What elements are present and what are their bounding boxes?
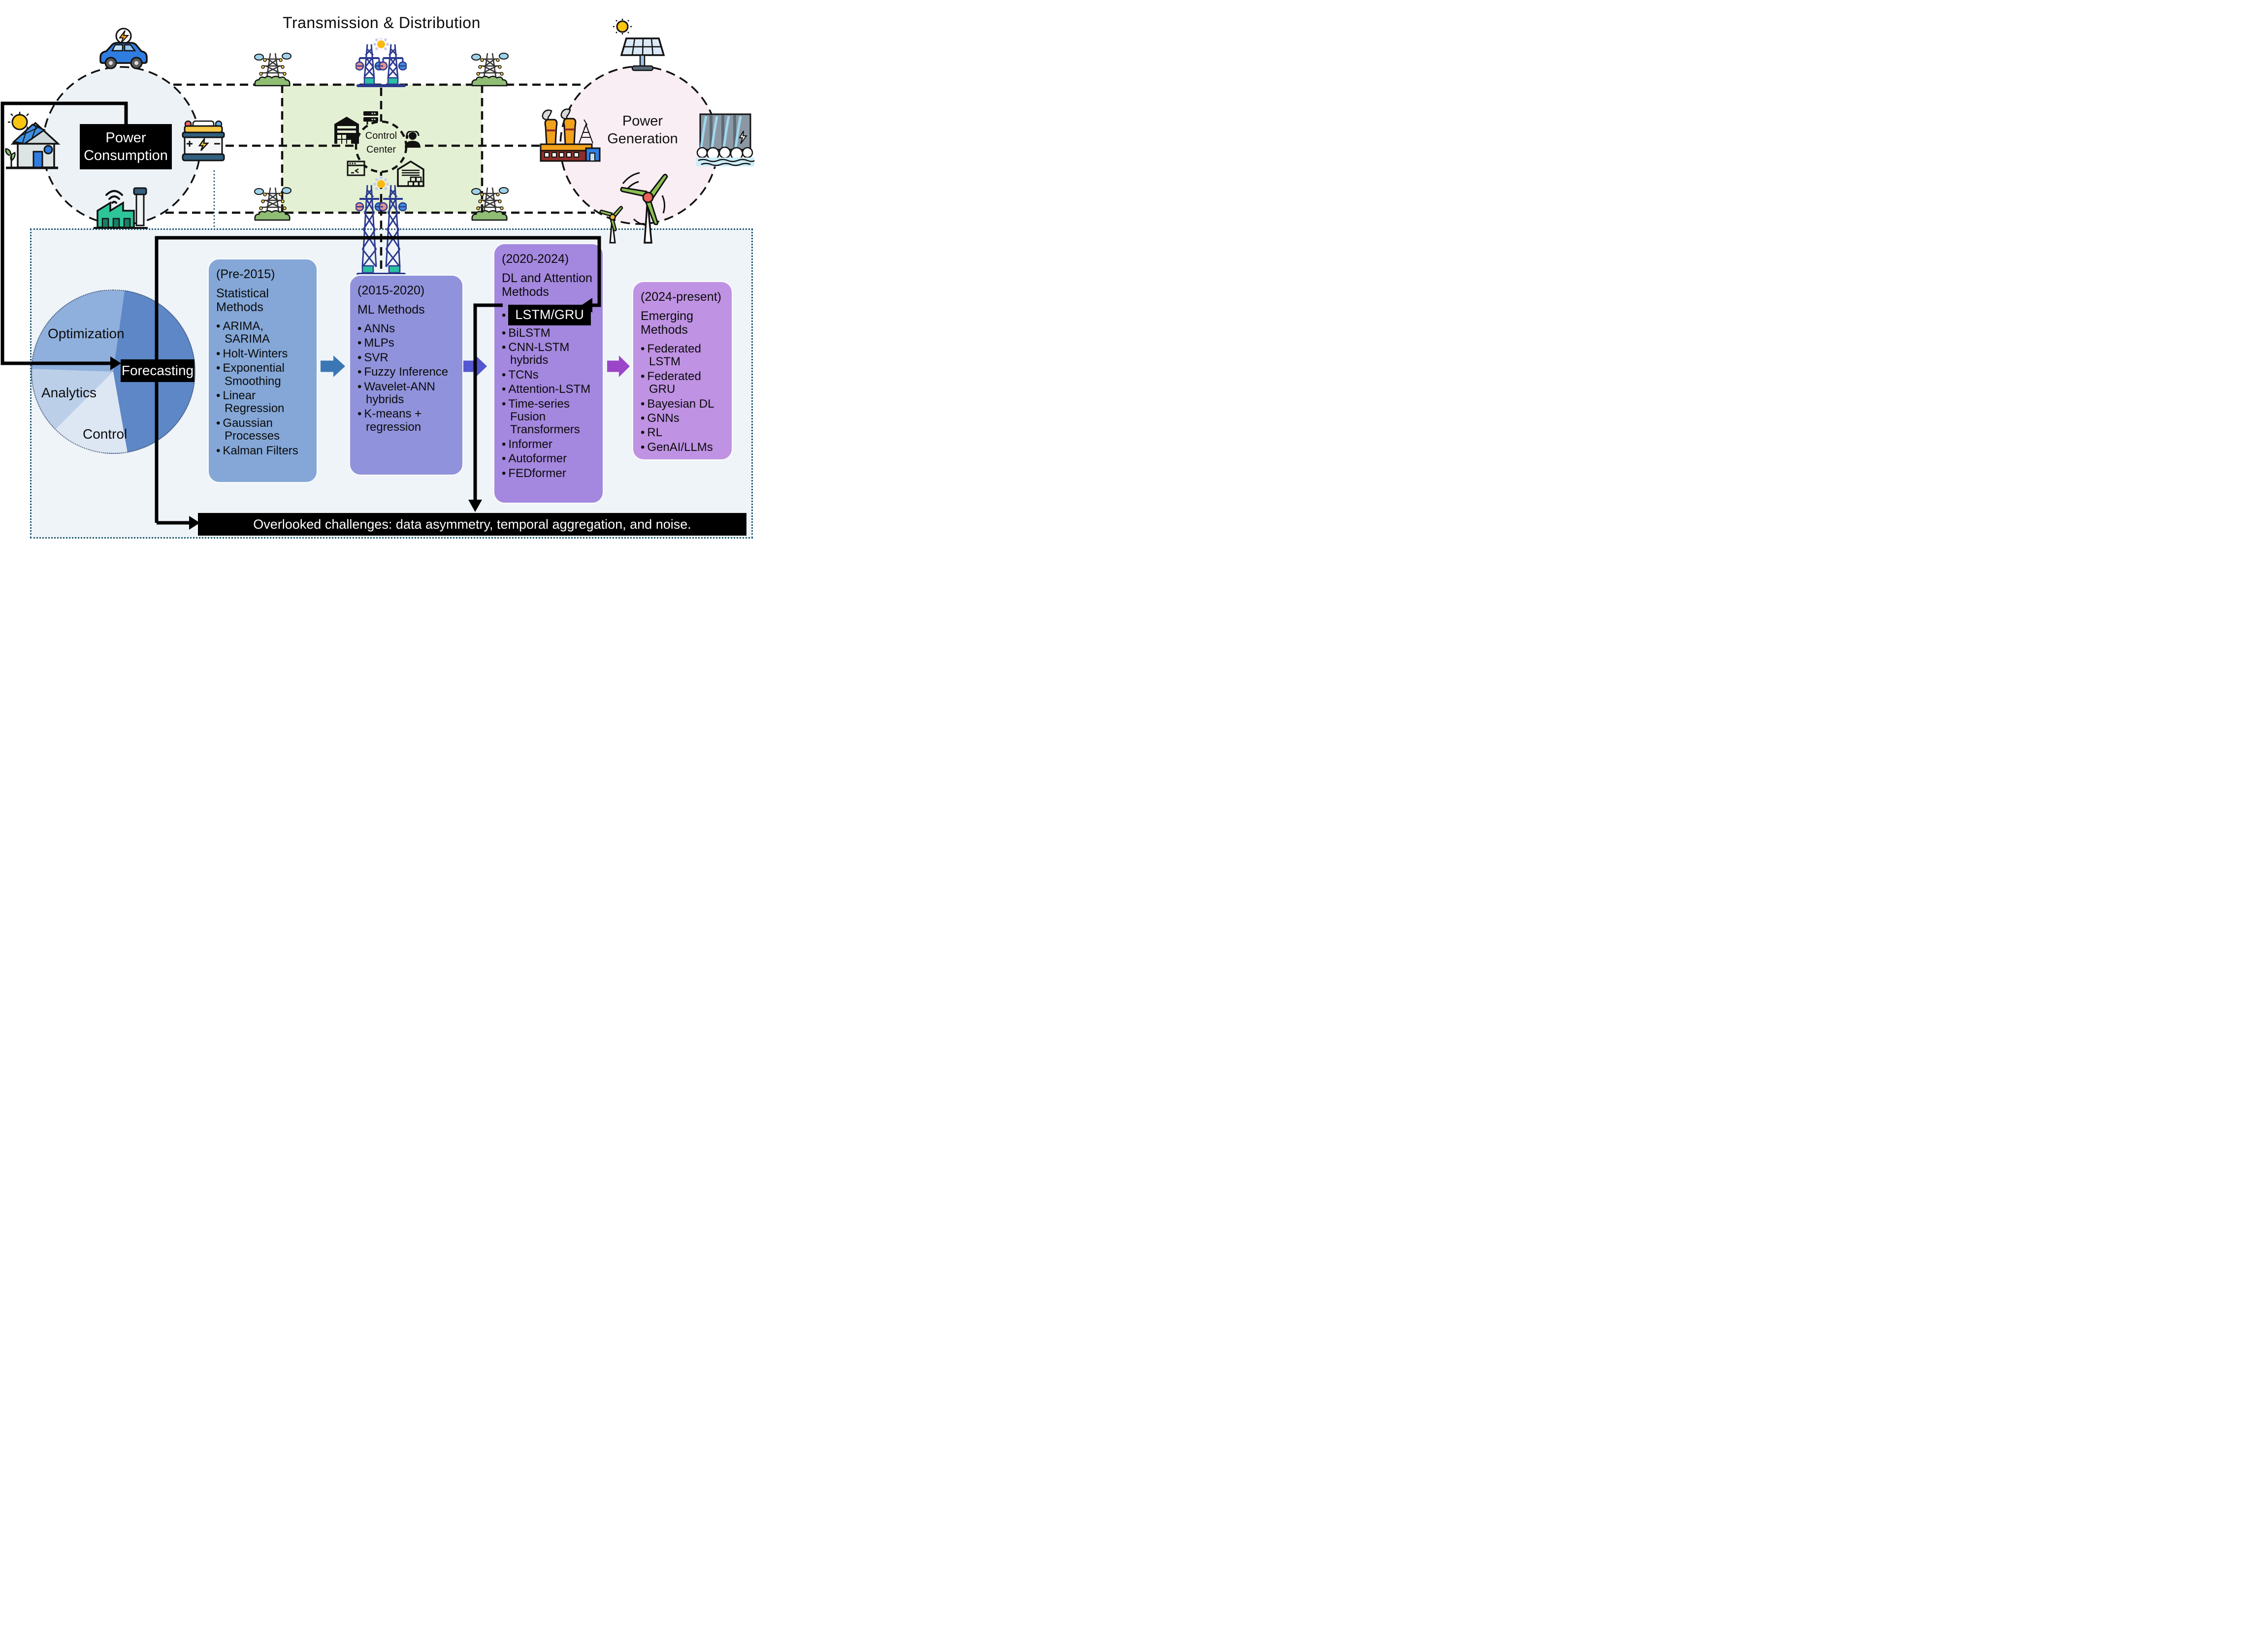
list-item: SVR [357, 351, 456, 364]
power-consumption-label: Power Consumption [80, 124, 172, 169]
operator-icon [405, 131, 421, 148]
ev-car-icon [99, 28, 148, 69]
control-center-line2: Center [366, 144, 396, 155]
timeline-box-2015-2020: (2015-2020) ML Methods ANNs MLPs SVR Fuz… [349, 274, 464, 476]
pie-label-analytics: Analytics [41, 385, 97, 400]
list-item: BiLSTM [502, 326, 596, 340]
list-item: Kalman Filters [216, 444, 310, 457]
terminal-icon [347, 160, 365, 176]
box-heading: DL and Attention Methods [502, 271, 592, 299]
warehouse-icon [334, 117, 359, 144]
pie-label-control: Control [83, 426, 128, 442]
solar-panel-icon [613, 19, 665, 71]
box-heading: Statistical Methods [216, 287, 269, 314]
consumption-label-line2: Consumption [84, 148, 168, 163]
list-item: Gaussian Processes [216, 416, 310, 443]
list-item: Attention-LSTM [502, 383, 596, 396]
solar-house-icon [5, 112, 61, 169]
list-item: GNNs [641, 412, 725, 425]
corner-pylon-icon [254, 187, 292, 221]
server-icon [363, 111, 378, 125]
storage-icon [397, 160, 424, 187]
list-item: ANNs [357, 322, 456, 335]
timeline-box-2024-present: (2024-present) Emerging Methods Federate… [632, 281, 733, 461]
method-list: LSTM/GRU BiLSTM CNN-LSTM hybrids TCNs At… [502, 305, 596, 480]
box-heading: Emerging Methods [641, 309, 693, 337]
generation-label: Power Generation [598, 112, 687, 148]
era-label: (Pre-2015) [216, 267, 275, 281]
era-label: (2024-present) [641, 290, 721, 304]
list-item: Federated LSTM [641, 342, 725, 369]
hydro-dam-icon [696, 113, 755, 166]
era-label: (2015-2020) [357, 284, 425, 297]
list-item: FEDformer [502, 467, 596, 480]
battery-icon [182, 120, 225, 161]
box-heading: ML Methods [357, 303, 425, 317]
list-item: GenAI/LLMs [641, 441, 725, 454]
method-list: ARIMA, SARIMA Holt-Winters Exponential S… [216, 319, 310, 457]
list-item: ARIMA, SARIMA [216, 319, 310, 346]
generation-label-line1: Power [622, 113, 663, 129]
method-list: ANNs MLPs SVR Fuzzy Inference Wavelet-AN… [357, 322, 456, 434]
control-center-label: Control Center [356, 129, 407, 157]
list-item: Exponential Smoothing [216, 362, 310, 388]
thermal-plant-icon [540, 108, 601, 162]
control-center-line1: Control [365, 130, 397, 141]
list-item: Federated GRU [641, 370, 725, 396]
list-item: Bayesian DL [641, 397, 725, 411]
list-item: Autoformer [502, 452, 596, 465]
list-item: Linear Regression [216, 389, 310, 415]
forecasting-label: Forecasting [121, 359, 194, 382]
list-item: TCNs [502, 368, 596, 382]
corner-pylon-icon [471, 53, 509, 87]
figure-canvas: Transmission & Distribution Power Genera… [0, 0, 756, 543]
list-item-highlight: LSTM/GRU [502, 305, 596, 325]
pie-label-optimization: Optimization [48, 326, 125, 341]
figure-title: Transmission & Distribution [283, 14, 481, 32]
timeline-box-pre2015: (Pre-2015) Statistical Methods ARIMA, SA… [207, 258, 318, 483]
list-item: K-means + regression [357, 408, 456, 434]
lstm-gru-highlight: LSTM/GRU [508, 305, 591, 325]
timeline-box-2020-2024: (2020-2024) DL and Attention Methods LST… [493, 243, 604, 504]
list-item: Wavelet-ANN hybrids [357, 380, 456, 407]
list-item: Informer [502, 438, 596, 451]
method-list: Federated LSTM Federated GRU Bayesian DL… [641, 342, 725, 454]
challenges-bar: Overlooked challenges: data asymmetry, t… [198, 513, 746, 536]
corner-pylon-icon [254, 53, 292, 87]
generation-label-line2: Generation [607, 131, 678, 147]
wind-turbine-icon [599, 172, 668, 244]
smart-factory-icon [94, 187, 148, 229]
pylon-pair-icon [356, 38, 407, 87]
list-item: RL [641, 426, 725, 439]
pylon-pair-icon [356, 176, 407, 276]
list-item: Time-series Fusion Transformers [502, 397, 596, 437]
era-label: (2020-2024) [502, 252, 569, 266]
list-item: Holt-Winters [216, 347, 310, 360]
corner-pylon-icon [471, 187, 509, 221]
list-item: Fuzzy Inference [357, 365, 456, 379]
list-item: CNN-LSTM hybrids [502, 341, 596, 367]
consumption-label-line1: Power [105, 129, 146, 146]
list-item: MLPs [357, 336, 456, 350]
